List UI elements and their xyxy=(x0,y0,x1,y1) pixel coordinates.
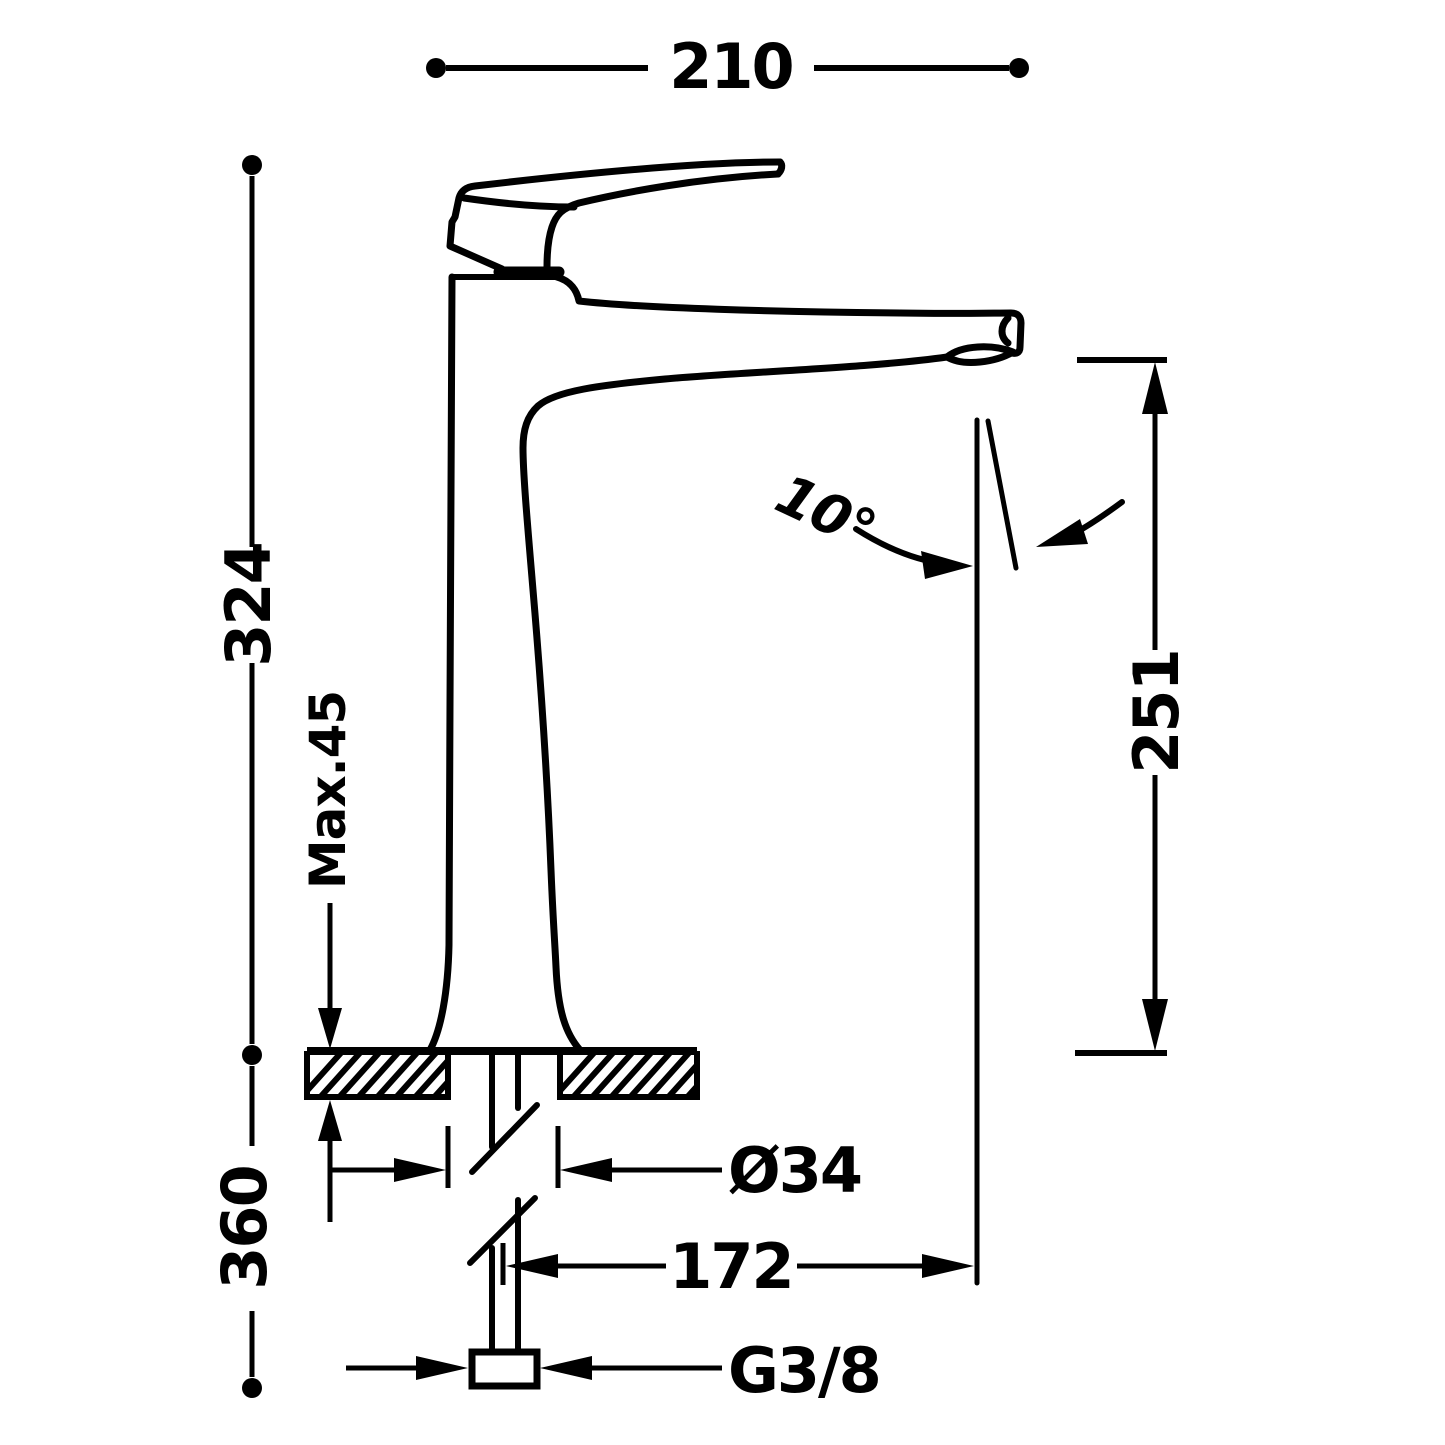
g38-right-arrowhead xyxy=(540,1356,592,1380)
handle-cap-rim xyxy=(460,194,578,211)
pipe-break-slash-1 xyxy=(469,1102,540,1175)
spout-underside-and-body-right xyxy=(519,353,951,1054)
dim-210-left-dot xyxy=(426,58,446,78)
spout-top-and-tip xyxy=(553,273,1025,357)
spout-outlet-rim xyxy=(998,314,1012,347)
dim-360-label: 360 xyxy=(208,1166,281,1289)
dim-counter-thickness: Max.45 xyxy=(299,691,357,1222)
supply-shank xyxy=(467,1050,541,1390)
dim-210-right-dot xyxy=(1009,58,1029,78)
dim-hole-diameter: Ø34 xyxy=(330,1126,863,1207)
dim-360-bottom-dot xyxy=(242,1378,262,1398)
dim-324-top-dot xyxy=(242,155,262,175)
dim-thread: G3/8 xyxy=(346,1334,882,1407)
dia34-label: Ø34 xyxy=(728,1134,861,1207)
dim-counter-level-dot xyxy=(242,1045,262,1065)
d172-right-arrowhead xyxy=(922,1254,974,1278)
dim-left-chain: 324 360 xyxy=(208,155,285,1398)
dim-spout-reach: 172 xyxy=(500,1230,974,1303)
dim-210-label: 210 xyxy=(669,30,792,103)
faucet-outline xyxy=(426,158,1025,1054)
dia34-right-arrowhead xyxy=(560,1158,612,1182)
angle-arc-left-arrowhead xyxy=(921,551,973,579)
d251-label: 251 xyxy=(1120,650,1193,773)
g38-left-arrowhead xyxy=(416,1356,468,1380)
g38-label: G3/8 xyxy=(728,1334,880,1407)
d251-up-arrowhead xyxy=(1142,362,1168,414)
dim-324-label: 324 xyxy=(212,543,285,666)
d172-left-arrowhead xyxy=(506,1254,558,1278)
angle-label: 10° xyxy=(767,462,886,563)
pipe-break-slash-2 xyxy=(467,1195,538,1266)
angle-arc-right-arrowhead xyxy=(1036,519,1088,547)
handle-lever-top-edge xyxy=(446,158,784,273)
max45-down-arrowhead xyxy=(318,1008,342,1049)
d251-down-arrowhead xyxy=(1142,999,1168,1051)
thread-connector-box xyxy=(468,1348,541,1390)
countertop-section xyxy=(304,1047,700,1100)
max45-up-arrowhead xyxy=(318,1100,342,1141)
dim-overall-depth: 210 xyxy=(426,30,1029,103)
tilted-axis-line xyxy=(985,418,1019,571)
body-left-edge xyxy=(426,273,456,1054)
max45-label: Max.45 xyxy=(299,691,357,889)
d172-label: 172 xyxy=(669,1230,792,1303)
dim-spout-height: 251 xyxy=(1075,357,1193,1056)
dia34-left-arrowhead xyxy=(394,1158,446,1182)
aerator-bump xyxy=(943,343,1017,366)
handle-lever-underside xyxy=(543,170,782,271)
